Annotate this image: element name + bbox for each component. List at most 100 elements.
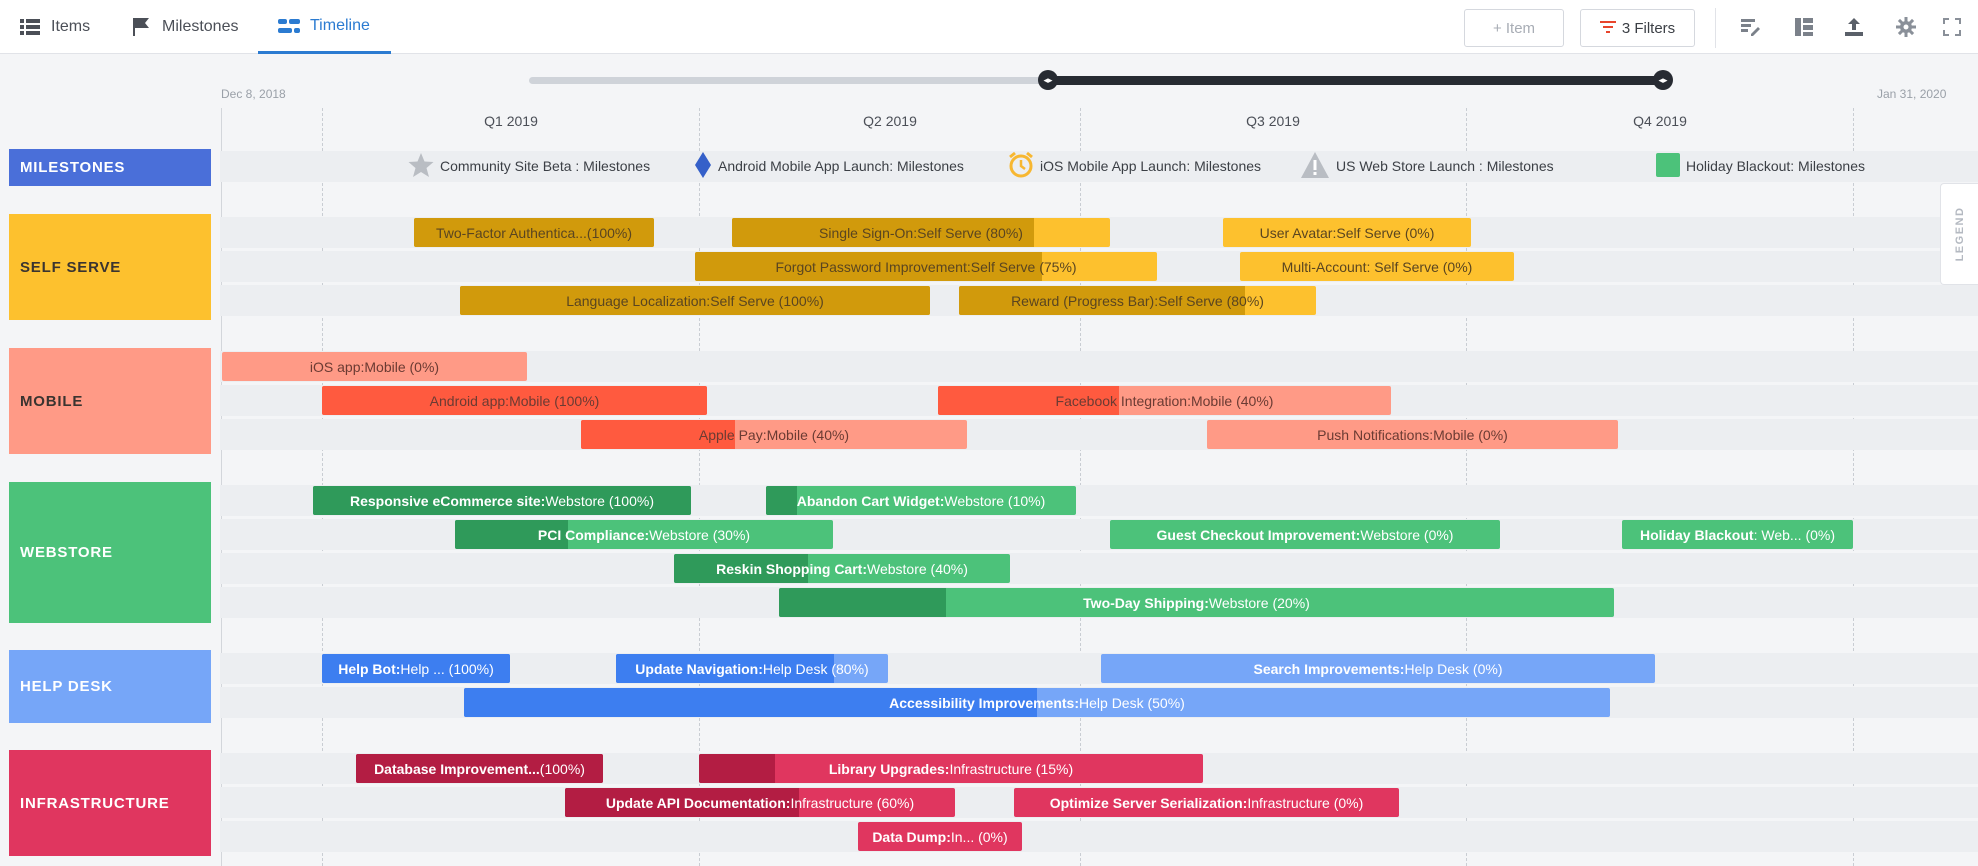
group-label: INFRASTRUCTURE [20, 794, 170, 812]
filter-icon [1599, 20, 1616, 37]
milestone-community-site-beta[interactable]: Community Site Beta : Milestones [408, 151, 650, 181]
roadmap-bar[interactable]: Forgot Password Improvement: Self Serve … [695, 252, 1157, 281]
group-label: HELP DESK [20, 678, 113, 695]
edit-layout-icon[interactable] [1738, 15, 1762, 39]
roadmap-bar[interactable]: Optimize Server Serialization: Infrastru… [1014, 788, 1399, 817]
timeline-row [220, 653, 1978, 684]
tab-label: Milestones [162, 18, 239, 35]
roadmap-bar[interactable]: iOS app: Mobile (0%) [222, 352, 527, 381]
group-webstore[interactable]: WEBSTORE [9, 482, 211, 623]
timeline-row [220, 821, 1978, 852]
milestone-us-web-store-launch[interactable]: US Web Store Launch : Milestones [1300, 151, 1554, 181]
roadmap-bar[interactable]: Push Notifications: Mobile (0%) [1207, 420, 1618, 449]
roadmap-bar[interactable]: Guest Checkout Improvement: Webstore (0%… [1110, 520, 1500, 549]
range-end-handle[interactable]: ◂▸ [1653, 70, 1673, 90]
alarm-clock-icon [1008, 151, 1034, 182]
timeline-start-date: Dec 8, 2018 [221, 87, 286, 101]
timeline-end-date: Jan 31, 2020 [1877, 87, 1947, 101]
group-self-serve[interactable]: SELF SERVE [9, 214, 211, 320]
range-start-handle[interactable]: ◂▸ [1038, 70, 1058, 90]
roadmap-bar[interactable]: Search Improvements: Help Desk (0%) [1101, 654, 1655, 683]
roadmap-bar[interactable]: Update Navigation: Help Desk (80%) [616, 654, 888, 683]
progress-fill [938, 386, 1120, 415]
roadmap-bar[interactable]: Android app: Mobile (100%) [322, 386, 707, 415]
roadmap-bar[interactable]: Two-Day Shipping: Webstore (20%) [779, 588, 1614, 617]
legend-toggle[interactable]: LEGEND [1940, 183, 1978, 285]
columns-icon[interactable] [1792, 15, 1816, 39]
milestone-ios-mobile-app-launch[interactable]: iOS Mobile App Launch: Milestones [1008, 151, 1261, 181]
warning-icon [1300, 151, 1330, 182]
roadmap-bar[interactable]: Library Upgrades: Infrastructure (15%) [699, 754, 1203, 783]
milestone-holiday-blackout[interactable]: Holiday Blackout: Milestones [1656, 151, 1865, 181]
roadmap-bar[interactable]: Help Bot: Help ... (100%) [322, 654, 510, 683]
roadmap-bar[interactable]: Reskin Shopping Cart: Webstore (40%) [674, 554, 1010, 583]
progress-fill [322, 654, 510, 683]
settings-gear-icon[interactable] [1894, 15, 1918, 39]
roadmap-bar[interactable]: Accessibility Improvements: Help Desk (5… [464, 688, 1610, 717]
group-infrastructure[interactable]: INFRASTRUCTURE [9, 750, 211, 856]
roadmap-bar[interactable]: Two-Factor Authentica... (100%) [414, 218, 654, 247]
timeline-row [220, 151, 1978, 182]
timeline-range-selection[interactable] [1047, 76, 1663, 85]
timeline-row [220, 419, 1978, 450]
toolbar: Items Milestones Timeline + Item 3 Filte… [0, 0, 1978, 54]
roadmap-bar[interactable]: Holiday Blackout : Web... (0%) [1622, 520, 1853, 549]
progress-fill [356, 754, 603, 783]
group-label: WEBSTORE [20, 544, 113, 561]
list-icon [19, 17, 41, 37]
filters-button[interactable]: 3 Filters [1580, 9, 1695, 47]
roadmap-bar[interactable]: PCI Compliance: Webstore (30%) [455, 520, 833, 549]
progress-fill [766, 486, 797, 515]
tab-label: Items [51, 18, 91, 35]
group-milestones[interactable]: MILESTONES [9, 149, 211, 186]
progress-fill [695, 252, 1042, 281]
quarter-label: Q2 2019 [863, 113, 917, 129]
progress-fill [313, 486, 691, 515]
diamond-icon [694, 151, 712, 182]
progress-fill [616, 654, 834, 683]
tab-items[interactable]: Items [19, 0, 105, 54]
progress-fill [460, 286, 930, 315]
add-item-button[interactable]: + Item [1464, 9, 1564, 47]
fullscreen-icon[interactable] [1940, 15, 1964, 39]
group-label: SELF SERVE [20, 258, 122, 276]
group-mobile[interactable]: MOBILE [9, 348, 211, 454]
progress-fill [464, 688, 1037, 717]
tab-milestones[interactable]: Milestones [130, 0, 250, 54]
timeline-row [220, 553, 1978, 584]
quarter-label: Q3 2019 [1246, 113, 1300, 129]
roadmap-bar[interactable]: Reward (Progress Bar): Self Serve (80%) [959, 286, 1316, 315]
roadmap-bar[interactable]: Multi-Account : Self Serve (0%) [1240, 252, 1514, 281]
roadmap-bar[interactable]: Abandon Cart Widget: Webstore (10%) [766, 486, 1076, 515]
roadmap-bar[interactable]: Facebook Integration: Mobile (40%) [938, 386, 1391, 415]
progress-fill [565, 788, 799, 817]
progress-fill [322, 386, 707, 415]
tab-label: Timeline [310, 16, 370, 34]
roadmap-bar[interactable]: Update API Documentation: Infrastructure… [565, 788, 955, 817]
progress-fill [455, 520, 569, 549]
quarter-label: Q4 2019 [1633, 113, 1687, 129]
square-icon [1656, 152, 1680, 180]
roadmap-bar[interactable]: Data Dump: In... (0%) [858, 822, 1022, 851]
progress-fill [414, 218, 654, 247]
toolbar-divider [1715, 8, 1716, 48]
roadmap-bar[interactable]: Apple Pay: Mobile (40%) [581, 420, 967, 449]
group-help-desk[interactable]: HELP DESK [9, 650, 211, 723]
star-icon [408, 152, 434, 181]
export-icon[interactable] [1842, 15, 1866, 39]
roadmap-bar[interactable]: Language Localization: Self Serve (100%) [460, 286, 930, 315]
group-label: MILESTONES [20, 159, 126, 176]
group-label: MOBILE [20, 392, 84, 410]
roadmap-bar[interactable]: User Avatar: Self Serve (0%) [1223, 218, 1471, 247]
roadmap-bar[interactable]: Single Sign-On: Self Serve (80%) [732, 218, 1110, 247]
progress-fill [779, 588, 946, 617]
progress-fill [732, 218, 1035, 247]
tab-timeline[interactable]: Timeline [258, 0, 391, 54]
progress-fill [699, 754, 775, 783]
roadmap-bar[interactable]: Database Improvement... (100%) [356, 754, 603, 783]
timeline-icon [278, 16, 300, 36]
milestone-android-mobile-app-launch[interactable]: Android Mobile App Launch: Milestones [694, 151, 964, 181]
flag-icon [130, 17, 152, 37]
roadmap-bar[interactable]: Responsive eCommerce site: Webstore (100… [313, 486, 691, 515]
progress-fill [581, 420, 736, 449]
